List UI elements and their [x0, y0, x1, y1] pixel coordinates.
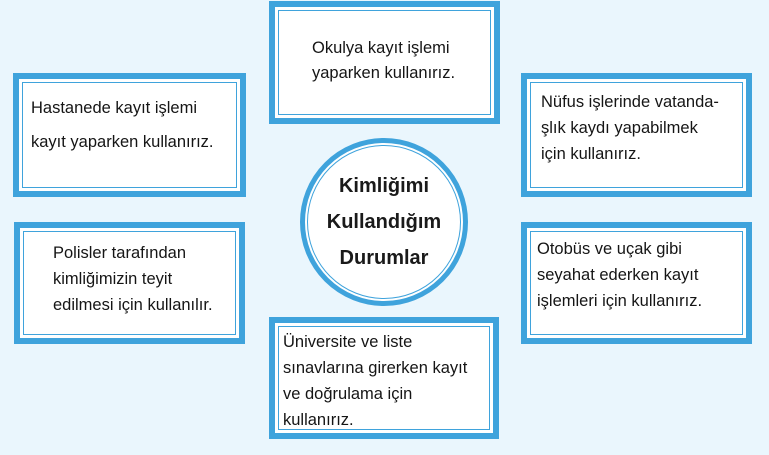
box-text: Polisler tarafından kimliğimizin teyit e…: [53, 240, 213, 318]
text-line: yaparken kullanırız.: [312, 64, 456, 82]
text-line: kullanırız.: [283, 411, 354, 429]
box-text: Hastanede kayıt işlemi kayıt yaparken ku…: [31, 91, 214, 159]
box-text: Üniversite ve liste sınavlarına girerken…: [283, 329, 467, 433]
text-line: sınavlarına girerken kayıt: [283, 359, 468, 377]
box-text: Okulya kayıt işlemi yaparken kullanırız.: [312, 36, 455, 86]
box-inner-border: Nüfus işlerinde vatanda- şlık kaydı yapa…: [530, 82, 743, 188]
box-text: Nüfus işlerinde vatanda- şlık kaydı yapa…: [541, 89, 719, 167]
center-title-line: Durumlar: [339, 247, 429, 269]
box-school-registration: Okulya kayıt işlemi yaparken kullanırız.: [269, 1, 500, 124]
text-line: Üniversite ve liste: [283, 333, 413, 351]
center-circle: Kimliğimi Kullandığım Durumlar: [300, 138, 468, 306]
text-line: için kullanırız.: [541, 145, 641, 163]
text-line: şlık kaydı yapabilmek: [541, 119, 698, 137]
box-inner-border: Hastanede kayıt işlemi kayıt yaparken ku…: [22, 82, 237, 188]
box-inner-border: Okulya kayıt işlemi yaparken kullanırız.: [278, 10, 491, 115]
text-line: Polisler tarafından: [53, 244, 186, 262]
text-line: kimliğimizin teyit: [53, 270, 173, 288]
center-title-line: Kullandığım: [326, 211, 442, 233]
box-text: Otobüs ve uçak gibi seyahat ederken kayı…: [537, 236, 702, 314]
text-line: kayıt yaparken kullanırız.: [31, 133, 214, 151]
box-travel-registration: Otobüs ve uçak gibi seyahat ederken kayı…: [521, 222, 752, 344]
box-inner-border: Polisler tarafından kimliğimizin teyit e…: [23, 231, 236, 335]
text-line: Okulya kayıt işlemi: [312, 39, 450, 57]
circle-inner-ring: Kimliğimi Kullandığım Durumlar: [307, 145, 461, 299]
text-line: Nüfus işlerinde vatanda-: [541, 93, 719, 111]
box-inner-border: Üniversite ve liste sınavlarına girerken…: [278, 326, 490, 430]
box-hospital-registration: Hastanede kayıt işlemi kayıt yaparken ku…: [13, 73, 246, 197]
center-title: Kimliğimi Kullandığım Durumlar: [327, 168, 441, 276]
text-line: ve doğrulama için: [283, 385, 413, 403]
box-police-verification: Polisler tarafından kimliğimizin teyit e…: [14, 222, 245, 344]
center-title-line: Kimliğimi: [338, 175, 429, 197]
box-civil-registry: Nüfus işlerinde vatanda- şlık kaydı yapa…: [521, 73, 752, 197]
box-university-exams: Üniversite ve liste sınavlarına girerken…: [269, 317, 499, 439]
text-line: Otobüs ve uçak gibi: [537, 240, 682, 258]
text-line: Hastanede kayıt işlemi: [31, 99, 197, 117]
text-line: seyahat ederken kayıt: [537, 266, 699, 284]
box-inner-border: Otobüs ve uçak gibi seyahat ederken kayı…: [530, 231, 743, 335]
text-line: işlemleri için kullanırız.: [537, 292, 703, 310]
text-line: edilmesi için kullanılır.: [53, 296, 213, 314]
